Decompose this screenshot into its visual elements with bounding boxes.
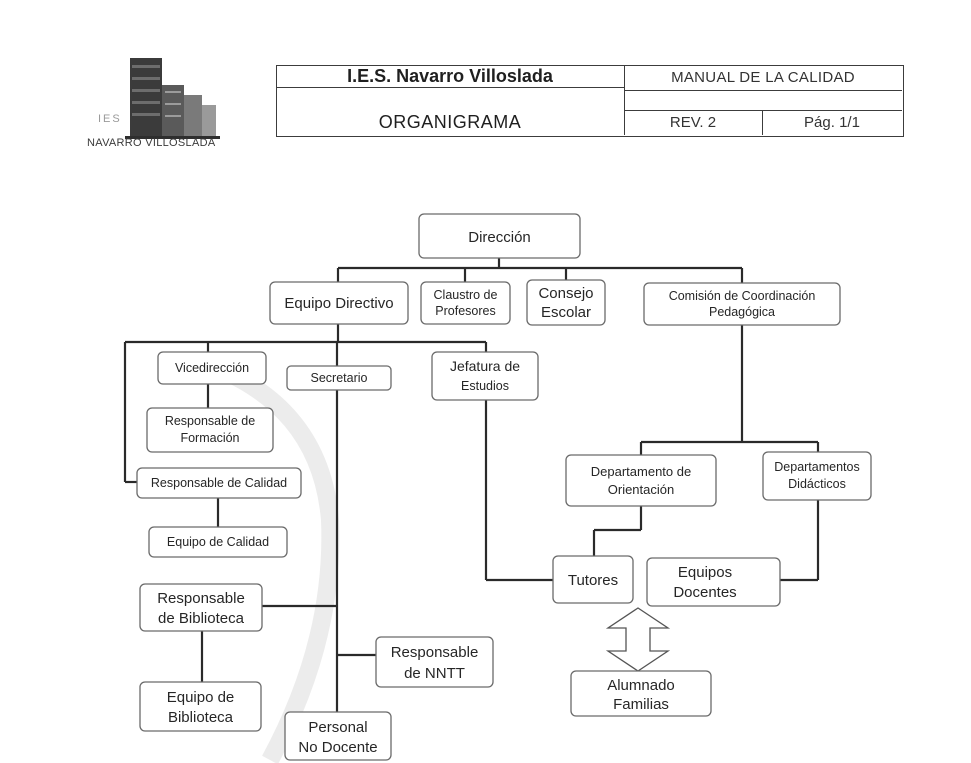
box-direccion: Dirección	[418, 213, 581, 259]
box-alumnado-familias: Alumnado Familias	[570, 670, 712, 717]
logo-abbreviation: IES	[98, 113, 122, 125]
box-resp-nntt: Responsable de NNTT	[375, 636, 494, 688]
box-tutores: Tutores	[552, 555, 634, 604]
box-secretario: Secretario	[286, 365, 392, 391]
box-equipo-directivo: Equipo Directivo	[269, 281, 409, 325]
box-dep-orientacion: Departamento de Orientación	[565, 454, 717, 507]
header-frame	[276, 65, 904, 137]
box-vicedireccion: Vicedirección	[157, 351, 267, 385]
label-equipo-directivo: Equipo Directivo	[284, 295, 393, 312]
label-equipo-biblioteca-2: Biblioteca	[168, 709, 234, 726]
box-comision: Comisión de Coordinación Pedagógica	[643, 282, 841, 326]
label-consejo-1: Consejo	[538, 285, 593, 302]
box-equipos-docentes: Equipos Docentes	[646, 557, 781, 607]
box-claustro: Claustro de Profesores	[420, 281, 511, 325]
revision-label: REV. 2	[669, 114, 717, 131]
manual-title: MANUAL DE LA CALIDAD	[671, 69, 855, 86]
label-personal-1: Personal	[308, 719, 367, 736]
label-resp-formacion-2: Formación	[180, 431, 239, 445]
label-direccion: Dirección	[468, 229, 531, 246]
box-equipo-biblioteca: Equipo de Biblioteca	[139, 681, 262, 732]
label-dep-didacticos-1: Departamentos	[774, 460, 859, 474]
label-claustro-1: Claustro de	[434, 288, 498, 302]
label-alumnado-1: Alumnado	[607, 677, 675, 694]
label-dep-orientacion-2: Orientación	[608, 482, 674, 497]
box-consejo: Consejo Escolar	[526, 279, 606, 326]
label-resp-nntt-1: Responsable	[391, 644, 479, 661]
header-divider-right-1	[624, 90, 902, 91]
label-vicedireccion: Vicedirección	[175, 361, 249, 375]
label-secretario: Secretario	[311, 371, 368, 385]
logo-school-name: NAVARRO VILLOSLADA	[87, 137, 216, 149]
header-divider-left	[276, 87, 624, 88]
box-dep-didacticos: Departamentos Didácticos	[762, 451, 872, 501]
box-resp-calidad: Responsable de Calidad	[136, 467, 302, 499]
label-equipos-docentes-1: Equipos	[678, 564, 732, 581]
box-equipo-calidad: Equipo de Calidad	[148, 526, 288, 558]
label-resp-biblioteca-2: de Biblioteca	[158, 610, 245, 627]
background-swirl	[192, 351, 340, 763]
label-equipo-calidad: Equipo de Calidad	[167, 535, 269, 549]
page-number: Pág. 1/1	[804, 114, 860, 131]
label-consejo-2: Escolar	[541, 304, 591, 321]
double-arrow-icon	[605, 607, 671, 672]
school-building-icon	[125, 58, 220, 139]
connector-lines	[123, 258, 820, 712]
label-resp-biblioteca-1: Responsable	[157, 590, 245, 607]
box-personal-no-docente: Personal No Docente	[284, 711, 392, 761]
label-comision-1: Comisión de Coordinación	[669, 289, 816, 303]
school-title: I.E.S. Navarro Villoslada	[347, 65, 553, 86]
box-resp-biblioteca: Responsable de Biblioteca	[139, 583, 263, 632]
document-title: ORGANIGRAMA	[378, 112, 522, 132]
label-comision-2: Pedagógica	[709, 305, 775, 319]
label-alumnado-2: Familias	[613, 696, 669, 713]
label-resp-formacion-1: Responsable de	[165, 414, 255, 428]
header-divider-vertical	[624, 65, 625, 135]
label-personal-2: No Docente	[298, 739, 377, 756]
header-divider-rev-page	[762, 110, 763, 135]
label-claustro-2: Profesores	[435, 304, 495, 318]
box-resp-formacion: Responsable de Formación	[146, 407, 274, 453]
label-dep-didacticos-2: Didácticos	[788, 477, 846, 491]
label-dep-orientacion-1: Departamento de	[591, 464, 691, 479]
label-equipo-biblioteca-1: Equipo de	[167, 689, 235, 706]
label-jefatura-2: Estudios	[461, 379, 509, 393]
label-tutores: Tutores	[568, 572, 618, 589]
label-resp-nntt-2: de NNTT	[404, 665, 465, 682]
header-divider-right-2	[624, 110, 902, 111]
box-jefatura: Jefatura de Estudios	[431, 351, 539, 401]
label-jefatura-1: Jefatura de	[450, 358, 520, 374]
label-resp-calidad: Responsable de Calidad	[151, 476, 287, 490]
label-equipos-docentes-2: Docentes	[673, 584, 736, 601]
